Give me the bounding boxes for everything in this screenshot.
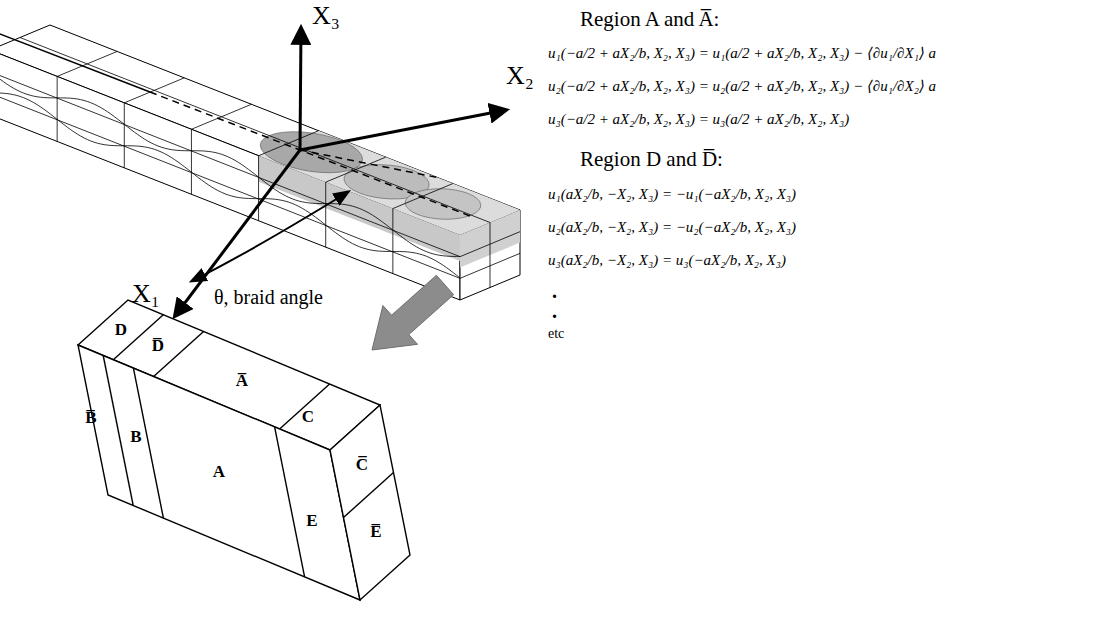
braid-angle-arc <box>192 192 348 281</box>
beam-grid <box>0 38 520 288</box>
section-heading: Region D and D̅: <box>580 148 723 171</box>
x3-axis <box>300 28 301 150</box>
region-letter: C̅ <box>356 456 368 475</box>
equation: u₁(aX₂/b, −X₂, X₃) = −u₁(−aX₂/b, X₂, X₃) <box>548 186 796 203</box>
region-letter: E <box>306 512 317 531</box>
equation: u₃(aX₂/b, −X₂, X₃) = u₃(−aX₂/b, X₂, X₃) <box>548 252 786 269</box>
axis-label: X₃ <box>312 2 340 31</box>
x2-axis <box>300 110 506 150</box>
zoom-arrow <box>372 275 454 350</box>
beam-axis-dashed <box>150 92 470 216</box>
equation: u₂(aX₂/b, −X₂, X₃) = −u₂(−aX₂/b, X₂, X₃) <box>548 219 796 236</box>
ellipsis-dot: . <box>552 300 557 322</box>
beam-face <box>0 50 460 300</box>
region-letter: D̅ <box>152 337 164 356</box>
axis-label: X₂ <box>506 62 534 91</box>
section-heading: Region A and A̅: <box>580 8 719 31</box>
beam-axis <box>0 32 150 92</box>
region-letter: B <box>130 428 141 447</box>
unit-cell <box>78 300 410 600</box>
angle-label: θ, braid angle <box>212 286 325 308</box>
region-letter: D <box>115 321 127 340</box>
equation: u₁(−a/2 + aX₂/b, X₂, X₃) = u₁(a/2 + aX₂/… <box>548 45 936 62</box>
region-letter: E̅ <box>370 523 381 542</box>
region-letter: A <box>213 463 225 482</box>
axis-label: X₁ <box>132 280 160 309</box>
ellipsis-dot: . <box>552 280 557 302</box>
equation: u₃(−a/2 + aX₂/b, X₂, X₃) = u₃(a/2 + aX₂/… <box>548 111 849 128</box>
region-letter: C <box>302 408 314 427</box>
equation: u₂(−a/2 + aX₂/b, X₂, X₃) = u₂(a/2 + aX₂/… <box>548 78 936 95</box>
cell-axis-dashed <box>300 150 440 178</box>
region-letter: B̅ <box>85 409 96 428</box>
note: etc <box>548 326 564 341</box>
region-letter: A̅ <box>236 372 248 391</box>
